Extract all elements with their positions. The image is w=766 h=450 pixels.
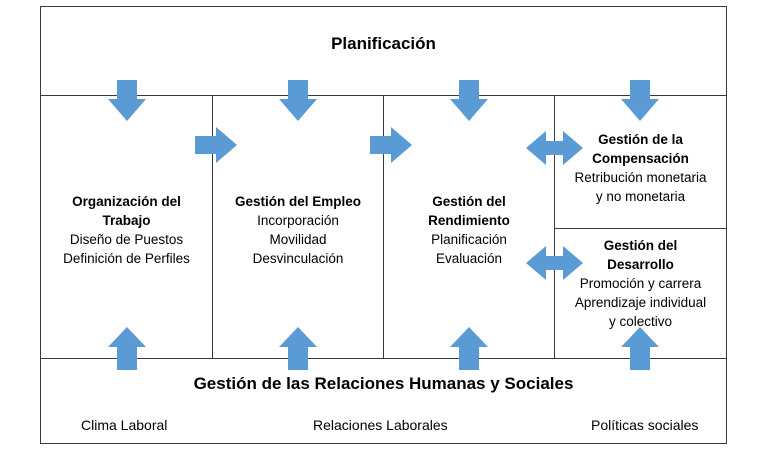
rendimiento-heading-1: Gestión del — [432, 194, 506, 209]
bottom-item-clima: Clima Laboral — [81, 417, 168, 433]
compensacion-text: Gestión de la Compensación Retribución m… — [556, 130, 725, 206]
organizacion-line-1: Diseño de Puestos — [69, 232, 184, 247]
desarrollo-line-2: Aprendizaje individual — [574, 295, 707, 310]
empleo-heading-1: Gestión del Empleo — [234, 194, 362, 209]
bottom-item-relaciones: Relaciones Laborales — [313, 417, 448, 433]
organizacion-heading-2: Trabajo — [102, 213, 151, 228]
organizacion-box — [40, 95, 213, 359]
desarrollo-text: Gestión del Desarrollo Promoción y carre… — [556, 236, 725, 331]
empleo-text: Gestión del Empleo Incorporación Movilid… — [214, 192, 382, 268]
compensacion-line-2: y no monetaria — [595, 189, 686, 204]
organizacion-text: Organización del Trabajo Diseño de Puest… — [42, 192, 211, 268]
rendimiento-heading-2: Rendimiento — [428, 213, 510, 228]
rendimiento-line-2: Evaluación — [435, 251, 503, 266]
empleo-line-1: Incorporación — [257, 213, 339, 228]
desarrollo-heading-2: Desarrollo — [607, 257, 674, 272]
empleo-line-2: Movilidad — [269, 232, 327, 247]
planificacion-box — [40, 6, 727, 96]
planificacion-title: Planificación — [331, 34, 436, 53]
desarrollo-line-3: y colectivo — [608, 314, 673, 329]
compensacion-heading-2: Compensación — [592, 151, 689, 166]
empleo-line-3: Desvinculación — [252, 251, 344, 266]
bottom-item-politicas: Políticas sociales — [591, 417, 699, 433]
relaciones-title: Gestión de las Relaciones Humanas y Soci… — [193, 374, 574, 393]
compensacion-heading-1: Gestión de la — [598, 132, 683, 147]
desarrollo-line-1: Promoción y carrera — [579, 276, 702, 291]
organizacion-line-2: Definición de Perfiles — [63, 251, 190, 266]
organizacion-heading-1: Organización del — [72, 194, 181, 209]
rendimiento-line-1: Planificación — [431, 232, 507, 247]
rendimiento-text: Gestión del Rendimiento Planificación Ev… — [385, 192, 553, 268]
relaciones-box — [40, 358, 727, 444]
compensacion-line-1: Retribución monetaria — [574, 170, 707, 185]
desarrollo-heading-1: Gestión del — [603, 238, 678, 253]
